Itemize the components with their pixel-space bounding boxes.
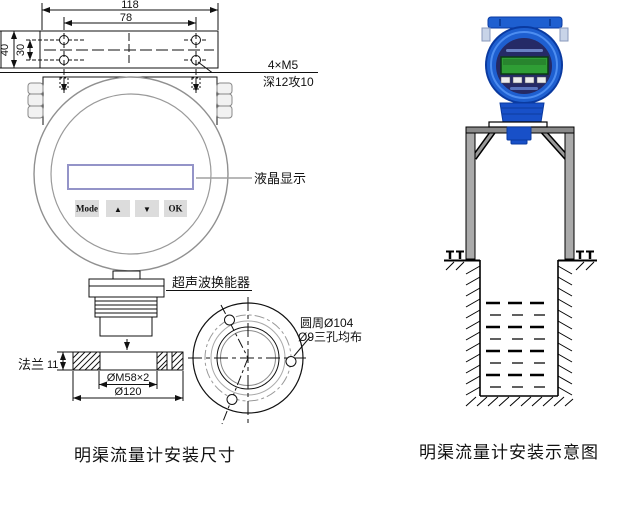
- flange-hatch: [72, 351, 184, 371]
- ok-button: [164, 200, 187, 217]
- keypad: Mode ▲ ▼ OK: [75, 200, 187, 217]
- dim-78-label: 78: [120, 12, 132, 24]
- border-lines: [0, 30, 318, 73]
- screw-depth-label: 深12攻10: [263, 75, 314, 89]
- flange-bottom-view: 圆周Ø104 Ø9三孔均布: [188, 297, 362, 425]
- frame-leg-right: [564, 132, 575, 260]
- mode-button-label: Mode: [76, 204, 98, 214]
- left-figure-caption: 明渠流量计安装尺寸: [74, 446, 236, 465]
- dim-78: 78: [63, 12, 197, 95]
- lcd-callout-label: 液晶显示: [254, 171, 306, 186]
- dim-30-label: 30: [15, 44, 27, 56]
- installation-schematic: [444, 16, 597, 407]
- flange-bolt-hole: [226, 394, 238, 405]
- device-button: [500, 76, 511, 84]
- flange-section-view: 法兰 11 ØM58×2 Ø120: [18, 351, 184, 401]
- transmitter-head: [481, 16, 569, 123]
- up-arrow-icon: ▲: [114, 205, 122, 214]
- frame-leg-left: [465, 132, 476, 260]
- side-ear: [481, 27, 491, 42]
- side-bolts: [27, 82, 233, 119]
- mode-button: [75, 200, 99, 217]
- thread-dim-label: ØM58×2: [107, 372, 150, 384]
- lcd-display: 液晶显示: [67, 164, 306, 190]
- mounting-frame: [465, 121, 575, 260]
- screw-callout: 4×M5 深12攻10: [197, 58, 314, 89]
- device-button: [512, 76, 523, 84]
- dim-40: 40: [0, 31, 17, 68]
- neck: [499, 102, 545, 123]
- bolt-circle-label: 圆周Ø104: [300, 316, 354, 330]
- dim-120-label: Ø120: [115, 386, 142, 398]
- ground-anchors: [444, 250, 597, 271]
- frame-struts: [471, 126, 570, 161]
- device-button: [524, 76, 535, 84]
- face-text-strip: [506, 49, 543, 52]
- dim-118: 118: [41, 0, 219, 30]
- dim-40-label: 40: [0, 44, 11, 56]
- brand-strip: [510, 87, 538, 90]
- wall-hatch-left: [465, 265, 481, 396]
- transducer-callout-label: 超声波换能器: [172, 275, 250, 290]
- down-button: [135, 200, 159, 217]
- flange-bolt-hole: [224, 314, 235, 326]
- flange-label: 法兰: [18, 357, 44, 372]
- bolt-holes-label: Ø9三孔均布: [298, 330, 362, 344]
- up-button: [106, 200, 130, 217]
- device-keypad: [500, 76, 547, 84]
- dimension-drawing: 118 78 40 30 4×M5 深12攻10: [0, 0, 362, 425]
- channel-pit: [465, 260, 574, 407]
- ok-button-label: OK: [168, 204, 182, 214]
- dim-30: 30: [15, 40, 33, 60]
- wall-hatch-right: [557, 265, 573, 396]
- transducer-side-view: 超声波换能器: [88, 270, 252, 350]
- device-button: [536, 76, 547, 84]
- bracket-top-view: [26, 30, 219, 69]
- side-ear: [559, 27, 569, 42]
- down-arrow-icon: ▼: [143, 205, 151, 214]
- screw-spec-label: 4×M5: [268, 58, 299, 72]
- right-figure-caption: 明渠流量计安装示意图: [419, 443, 599, 462]
- flange-bolt-hole: [285, 356, 297, 367]
- dim-11-label: 11: [47, 359, 58, 371]
- sensor-probe: [506, 126, 532, 141]
- dim-118-label: 118: [121, 0, 139, 11]
- floor-hatch: [465, 396, 574, 407]
- water-level: [486, 301, 552, 388]
- mount-plate: [488, 121, 548, 128]
